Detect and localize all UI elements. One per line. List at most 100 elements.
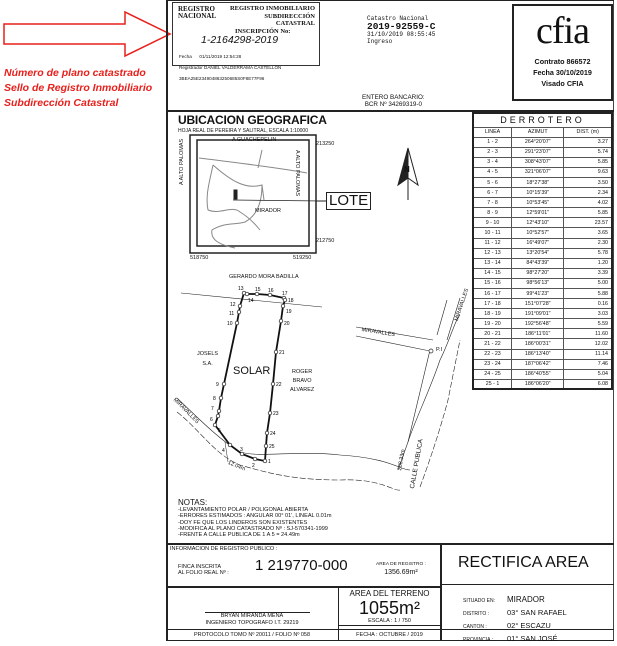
- nota-item: -ERRORES ESTIMADOS : ANGULAR 00° 01', LI…: [178, 513, 332, 520]
- table-cell: 5.00: [563, 277, 613, 290]
- table-cell: 5.04: [563, 368, 613, 380]
- situado-label: SITUADO EN:: [463, 598, 495, 604]
- owner-west: JOSELS: [197, 351, 219, 357]
- survey-point: [267, 292, 273, 298]
- cfia-visado: Visado CFIA: [541, 79, 584, 88]
- survey-point: [264, 430, 270, 436]
- registro-nacional-logo: REGISTRO NACIONAL: [178, 5, 217, 20]
- table-cell: 20 - 21: [472, 328, 513, 340]
- column-header: DIST. (m): [563, 126, 613, 138]
- pi-label: P.I: [436, 347, 443, 353]
- table-cell: 186°00'31": [511, 338, 565, 350]
- owner-east: ALVAREZ: [290, 387, 315, 393]
- map-place-label: MIRADOR: [255, 208, 281, 214]
- situacion: SITUADO EN:MIRADOR DISTRITO :03° SAN RAF…: [463, 594, 567, 646]
- area-terreno-value: 1055m²: [358, 598, 421, 618]
- table-cell: 84°43'39": [511, 257, 565, 269]
- table-cell: 4.02: [563, 197, 613, 209]
- table-cell: 12°59'01": [511, 207, 565, 219]
- catastro-title: Catastro Nacional: [367, 15, 429, 22]
- table-cell: 18 - 19: [472, 308, 513, 320]
- survey-point-label: 2: [252, 463, 255, 469]
- registro-title: INFORMACION DE REGISTRO PUBLICO :: [170, 546, 278, 552]
- table-cell: 186°11'01": [511, 328, 565, 340]
- stamp-fecha: Fecha 01/11/2019 12:54:28: [179, 53, 242, 59]
- table-cell: 5 - 6: [472, 176, 513, 189]
- table-cell: 13 - 14: [472, 257, 513, 269]
- table-cell: 3.03: [563, 308, 613, 320]
- situado-value: MIRADOR: [507, 595, 545, 604]
- survey-point-label: 25: [269, 444, 275, 450]
- table-cell: 12.02: [563, 338, 613, 350]
- table-cell: 5.85: [563, 207, 613, 219]
- table-cell: 5.88: [563, 287, 613, 300]
- stamp-title: SUBDIRECCIÓN: [264, 12, 315, 20]
- survey-point: [236, 309, 242, 315]
- table-cell: 2.30: [563, 237, 613, 249]
- north-arrow-icon: N: [404, 165, 410, 174]
- ubicacion-subtitle: HOJA REAL DE PEREIRA Y SALITRAL, ESCALA …: [178, 128, 308, 134]
- table-cell: 4 - 5: [472, 166, 513, 178]
- table-cell: 19 - 20: [472, 318, 513, 330]
- map-road-label: A GUACHEPELIN: [232, 137, 277, 143]
- survey-point: [227, 442, 233, 448]
- nota-item: -MODIFICA AL PLANO CATASTRADO Nº : SJ-57…: [178, 525, 328, 532]
- catastro-number: 2019-92559-C: [367, 21, 436, 32]
- owner-east: ROGER: [292, 369, 313, 375]
- table-cell: 291°23'07": [511, 146, 565, 158]
- provincia-label: PROVINCIA :: [463, 637, 494, 643]
- coord-label: 519250: [293, 255, 312, 261]
- table-cell: 192°56'48": [511, 318, 565, 330]
- table-cell: 1 - 2: [472, 136, 513, 148]
- table-cell: 12 - 13: [472, 247, 513, 259]
- survey-point-label: 1: [268, 459, 271, 465]
- inscripcion-label: INSCRIPCIÓN No:: [235, 28, 291, 35]
- survey-point-label: 21: [279, 350, 285, 356]
- survey-point: [270, 381, 276, 387]
- survey-point: [262, 458, 268, 464]
- table-cell: 21 - 22: [472, 338, 513, 350]
- survey-point: [263, 443, 269, 449]
- map-road-label: A ALTO PALOMAS: [179, 138, 185, 185]
- survey-point: [239, 451, 245, 457]
- survey-point: [244, 291, 250, 297]
- rectifica-area-title: RECTIFICA AREA: [458, 554, 589, 571]
- survey-point-label: 8: [213, 396, 216, 402]
- table-cell: 25 - 1: [472, 378, 513, 390]
- survey-point-label: 22: [276, 382, 282, 388]
- table-cell: 15 - 16: [472, 277, 513, 290]
- survey-point: [221, 381, 227, 387]
- table-cell: 24 - 25: [472, 368, 513, 380]
- cfia-contrato: Contrato 866572: [534, 57, 591, 66]
- table-cell: 7 - 8: [472, 197, 513, 209]
- survey-point: [218, 395, 224, 401]
- survey-point: [280, 303, 286, 309]
- notas: NOTAS: -LEVANTAMIENTO POLAR / POLIGONAL …: [178, 499, 332, 539]
- survey-point-label: 9: [216, 382, 219, 388]
- nota-item: -FRENTE A CALLE PUBLICA DE 1 A 5 = 24.49…: [178, 532, 300, 539]
- survey-point-label: 17: [282, 291, 288, 297]
- protocolo: PROTOCOLO TOMO Nº 20011 / FOLIO Nº 058: [193, 632, 311, 638]
- table-cell: 16°49'07": [511, 237, 565, 249]
- table-cell: 23 - 24: [472, 358, 513, 370]
- entero-bancario: ENTERO BANCARIO: BCR Nº 34269319-0: [362, 94, 425, 108]
- table-cell: 308°43'07": [511, 156, 565, 168]
- distrito-label: DISTRITO :: [463, 611, 490, 617]
- coord-label: 212750: [316, 238, 335, 244]
- table-cell: 7.46: [563, 358, 613, 370]
- table-cell: 18°27'38": [511, 176, 565, 189]
- cfia-logo: cfia: [536, 10, 590, 52]
- table-cell: 9.63: [563, 166, 613, 178]
- table-cell: 5.59: [563, 318, 613, 330]
- table-cell: 11.60: [563, 328, 613, 340]
- stamp-hash: 3BEA25E234904863250685S0F8E77F96: [179, 75, 265, 81]
- nota-item: -DOY FE QUE LOS LINDEROS SON EXISTENTES: [178, 519, 308, 526]
